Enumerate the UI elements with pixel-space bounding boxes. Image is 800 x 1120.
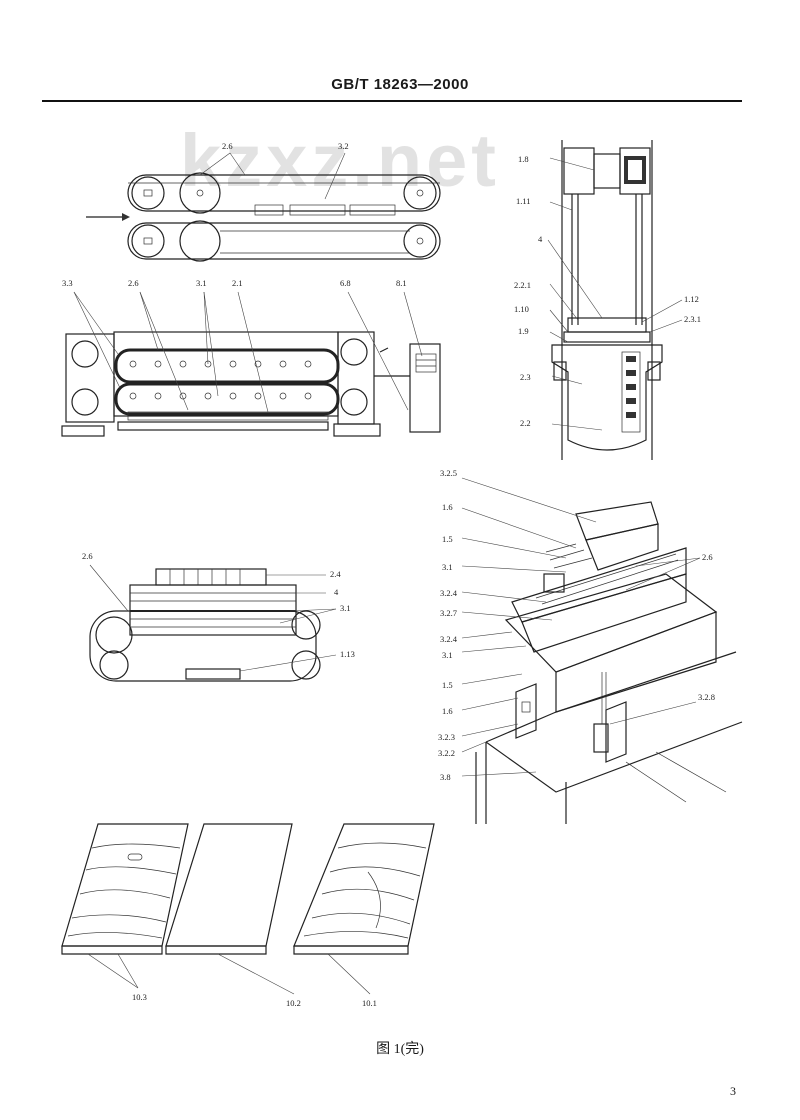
label-4: 4: [538, 234, 543, 244]
label-2-1: 2.1: [232, 278, 243, 288]
label-3-2: 3.2: [338, 141, 349, 151]
label-3-2-2: 3.2.2: [438, 748, 455, 758]
label-3-2-4: 3.2.4: [440, 588, 458, 598]
label-1-6: 1.6: [442, 502, 453, 512]
label-2-6: 2.6: [128, 278, 139, 288]
figure-isometric-assembly: 3.2.5 1.6 1.5 3.1 2.6 3.2.4 3.2.7 3.2.4 …: [438, 468, 743, 824]
label-3-1: 3.1: [340, 603, 351, 613]
label-3-3: 3.3: [62, 278, 73, 288]
label-8-1: 8.1: [396, 278, 407, 288]
label-3-1: 3.1: [196, 278, 207, 288]
label-3-2-5: 3.2.5: [440, 468, 457, 478]
label-1-9: 1.9: [518, 326, 529, 336]
label-10-3: 10.3: [132, 992, 147, 1002]
board-layered: [293, 823, 435, 955]
figure-belt-press: 3.3 2.6 3.1 2.1 6.8 8.1: [61, 278, 441, 437]
page-number: 3: [730, 1084, 736, 1098]
label-2-2: 2.2: [520, 418, 531, 428]
label-1-6: 1.6: [442, 706, 453, 716]
label-6-8: 6.8: [340, 278, 351, 288]
label-10-2: 10.2: [286, 998, 301, 1008]
feed-arrow: [86, 213, 130, 221]
label-1-12: 1.12: [684, 294, 699, 304]
label-2-6: 2.6: [82, 551, 93, 561]
label-3-2-3: 3.2.3: [438, 732, 455, 742]
header-rule: [42, 100, 742, 102]
label-2-6: 2.6: [222, 141, 233, 151]
label-2-4: 2.4: [330, 569, 341, 579]
label-3-2-8: 3.2.8: [698, 692, 715, 702]
label-1-13: 1.13: [340, 649, 355, 659]
label-2-3-1: 2.3.1: [684, 314, 701, 324]
board-oriented-strand: [61, 823, 189, 955]
label-3-1: 3.1: [442, 650, 453, 660]
label-1-8: 1.8: [518, 154, 529, 164]
label-3-1: 3.1: [442, 562, 453, 572]
label-1-5: 1.5: [442, 680, 453, 690]
watermark-text: kzxz.net: [180, 119, 500, 202]
label-3-8: 3.8: [440, 772, 451, 782]
label-3-2-7: 3.2.7: [440, 608, 457, 618]
label-10-1: 10.1: [362, 998, 377, 1008]
board-particle: [165, 823, 293, 955]
figure-column-assembly: 1.8 1.11 4 2.2.1 1.10 1.9 1.12 2.3.1 2.3…: [514, 140, 701, 460]
standard-number: GB/T 18263—2000: [331, 76, 469, 93]
label-2-2-1: 2.2.1: [514, 280, 531, 290]
figure-caption: 图 1(完): [376, 1042, 424, 1057]
label-1-5: 1.5: [442, 534, 453, 544]
figure-belt-top: 2.6 3.2: [86, 141, 441, 262]
label-2-3: 2.3: [520, 372, 531, 382]
belt-upper: [127, 172, 441, 216]
label-1-10: 1.10: [514, 304, 529, 314]
belt-lower: [127, 220, 441, 262]
label-4: 4: [334, 587, 339, 597]
roller-dots: [129, 360, 312, 400]
figure-boards: 10.3 10.2 10.1: [61, 823, 435, 1008]
figure-belt-loop: 2.6 2.4 4 3.1 1.13: [82, 551, 355, 682]
label-3-2-4: 3.2.4: [440, 634, 458, 644]
label-2-6: 2.6: [702, 552, 713, 562]
label-1-11: 1.11: [516, 196, 531, 206]
